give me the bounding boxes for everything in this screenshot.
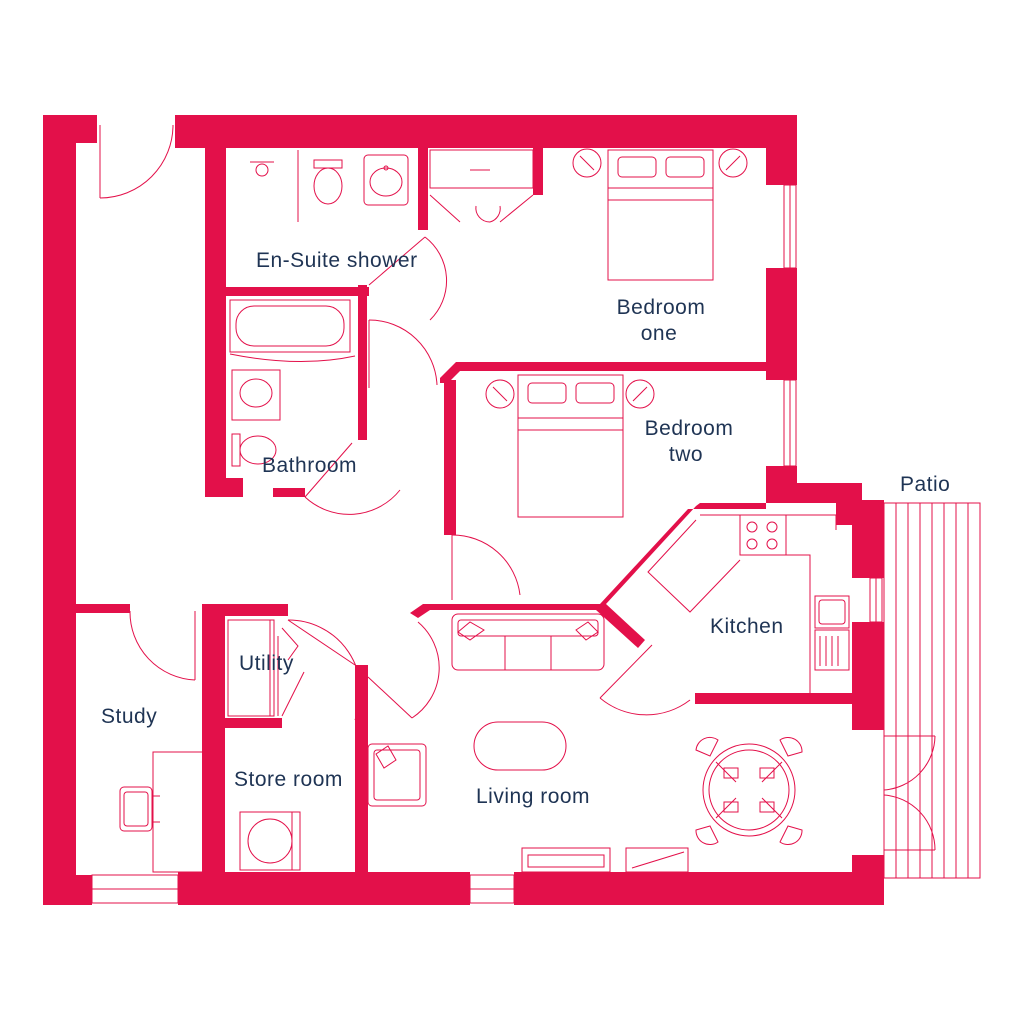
wall-kitchen-bottom [695,693,852,704]
door-swing-icon [368,319,438,388]
door-swing-icon [368,236,447,321]
sink-icon [814,595,850,671]
wall-bed1-bed2-divider [440,362,766,383]
bedroom-two-furniture [485,374,655,518]
wall-bed2-left [444,380,456,535]
walls [43,115,884,905]
wall-outer-bottom [178,872,470,905]
wall-ensuite-right [418,148,428,230]
wall-outer-left [43,115,97,905]
basin-icon [231,369,281,421]
label-kitchen: Kitchen [710,615,784,638]
label-ensuite: En-Suite shower [256,249,418,272]
washing-machine-icon [239,811,301,871]
dining-chair-icon [695,736,803,845]
wall-store-right [355,665,368,872]
coffee-table-icon [473,721,567,771]
living-furniture [367,613,803,873]
wall-wardrobe-right [533,148,543,195]
wall-utility-store-divider [225,718,282,728]
door-swing-icon [129,610,196,681]
window-icon [91,874,179,904]
armchair-icon [367,743,427,807]
double-bed-icon [517,374,624,518]
office-chair-icon [119,786,160,832]
door-swing-icon [883,735,936,851]
window-icon [469,874,515,904]
door-swing-icon [287,619,362,721]
bedside-lamp-icon [572,148,748,178]
label-bedroom-one-line1: Bedroom [617,296,706,319]
bedside-lamp-icon [485,379,655,409]
label-bedroom-one-line2: one [641,322,678,345]
label-living-room: Living room [476,785,590,808]
utility-cupboard-icon [227,619,305,717]
patio-deck [883,502,981,879]
wall-outer-right-bedroom [766,268,797,380]
wall-utility-top [202,604,288,872]
door-swing-icon [304,442,401,515]
sofa-icon [451,613,605,671]
wall-outer-right-kitchen [852,622,884,730]
hob-icon [739,514,787,556]
toilet-icon [313,159,343,205]
kitchen-worktop [647,514,837,693]
label-patio: Patio [900,473,950,496]
desk-icon [152,751,204,873]
double-bed-icon [607,149,714,281]
shower-tray-icon [250,161,274,177]
windows [91,184,883,904]
kitchen-fixtures [647,514,850,693]
bedroom-one-furniture [572,148,748,281]
bath-screen [229,353,356,362]
label-bedroom-two-line1: Bedroom [645,417,734,440]
basin-icon [363,154,409,206]
wall-inner-bath-bottom [273,488,305,497]
wardrobe-icon [429,149,534,223]
label-store-room: Store room [234,768,343,791]
door-swing-icon [367,621,440,719]
bathroom-fixtures [229,299,356,467]
door-swing-icon [99,124,174,199]
wall-study-top [76,604,130,613]
bathtub-icon [229,299,351,353]
wall-bath-right [358,285,367,440]
toilet-icon [231,433,277,467]
label-study: Study [101,705,157,728]
door-swing-icon [451,534,521,600]
ensuite-fixtures [250,149,534,223]
tv-unit-icon [521,847,689,873]
label-bedroom-two-line2: two [669,443,703,466]
wall-outer-top [175,115,797,185]
window-icon [783,184,797,269]
wall-outer-right-bedroom2 [766,466,884,578]
label-utility: Utility [239,652,294,675]
room-labels: En-Suite shower Bedroom one Bedroom two … [101,249,950,808]
wall-inner-bath-left [205,148,243,497]
dining-table-icon [702,743,796,837]
door-swing-icon [599,644,691,716]
wall-ensuite-bath-divider [226,287,369,296]
wall-outer-bottom-right [514,872,884,905]
window-icon [869,577,883,623]
window-icon [783,379,797,467]
utility-store-study-furniture [119,619,305,873]
label-bathroom: Bathroom [262,454,357,477]
